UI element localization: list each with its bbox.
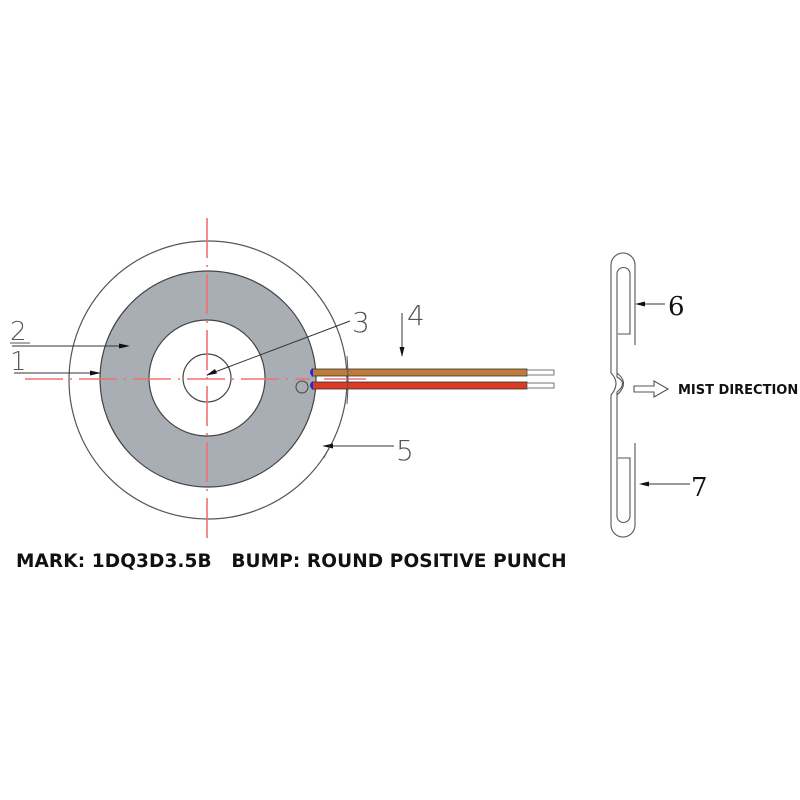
wire-brown: [311, 368, 528, 377]
wire-red-tip: [526, 382, 555, 389]
mark-label: MARK:: [16, 551, 86, 572]
callout-7: 7: [691, 473, 708, 503]
leader-5-tail: [323, 445, 331, 459]
callout-6: 6: [668, 292, 685, 322]
front-view: 2 1 3 4 5: [10, 218, 555, 543]
arrow-head-6-icon: [635, 301, 645, 307]
solder-dot-top: [310, 368, 313, 377]
arrow-head-4-icon: [399, 347, 405, 357]
mist-direction-label: MIST DIRECTION: [678, 383, 798, 398]
side-profile-outer: [610, 252, 636, 538]
callout-1: 1: [10, 347, 27, 377]
mist-direction-arrow-icon: [633, 380, 670, 398]
bump-curve: [616, 372, 625, 396]
arrow-head-3-icon: [206, 369, 217, 376]
arrow-head-2-icon: [119, 343, 130, 349]
outer-disc-overlap: [346, 355, 349, 405]
callout-5: 5: [396, 434, 414, 467]
callout-2: 2: [10, 317, 27, 347]
bump-value: ROUND POSITIVE PUNCH: [306, 551, 567, 572]
solder-notch: [295, 380, 309, 394]
arrow-head-1-icon: [90, 370, 101, 376]
leader-3: [206, 320, 351, 376]
callout-3: 3: [352, 306, 370, 339]
mark-value: 1DQ3D3.5B: [91, 551, 212, 572]
side-view: [610, 252, 690, 538]
bump-label: BUMP:: [231, 551, 301, 572]
wire-brown-tip: [526, 369, 555, 376]
wire-red: [311, 381, 528, 390]
solder-dot-bottom: [310, 381, 313, 390]
spec-caption: MARK: 1DQ3D3.5B BUMP: ROUND POSITIVE PUN…: [16, 551, 567, 572]
arrow-head-7-icon: [639, 481, 649, 487]
callout-4: 4: [407, 299, 425, 332]
side-profile-inner: [616, 266, 631, 524]
arrow-head-5-icon: [322, 443, 333, 449]
